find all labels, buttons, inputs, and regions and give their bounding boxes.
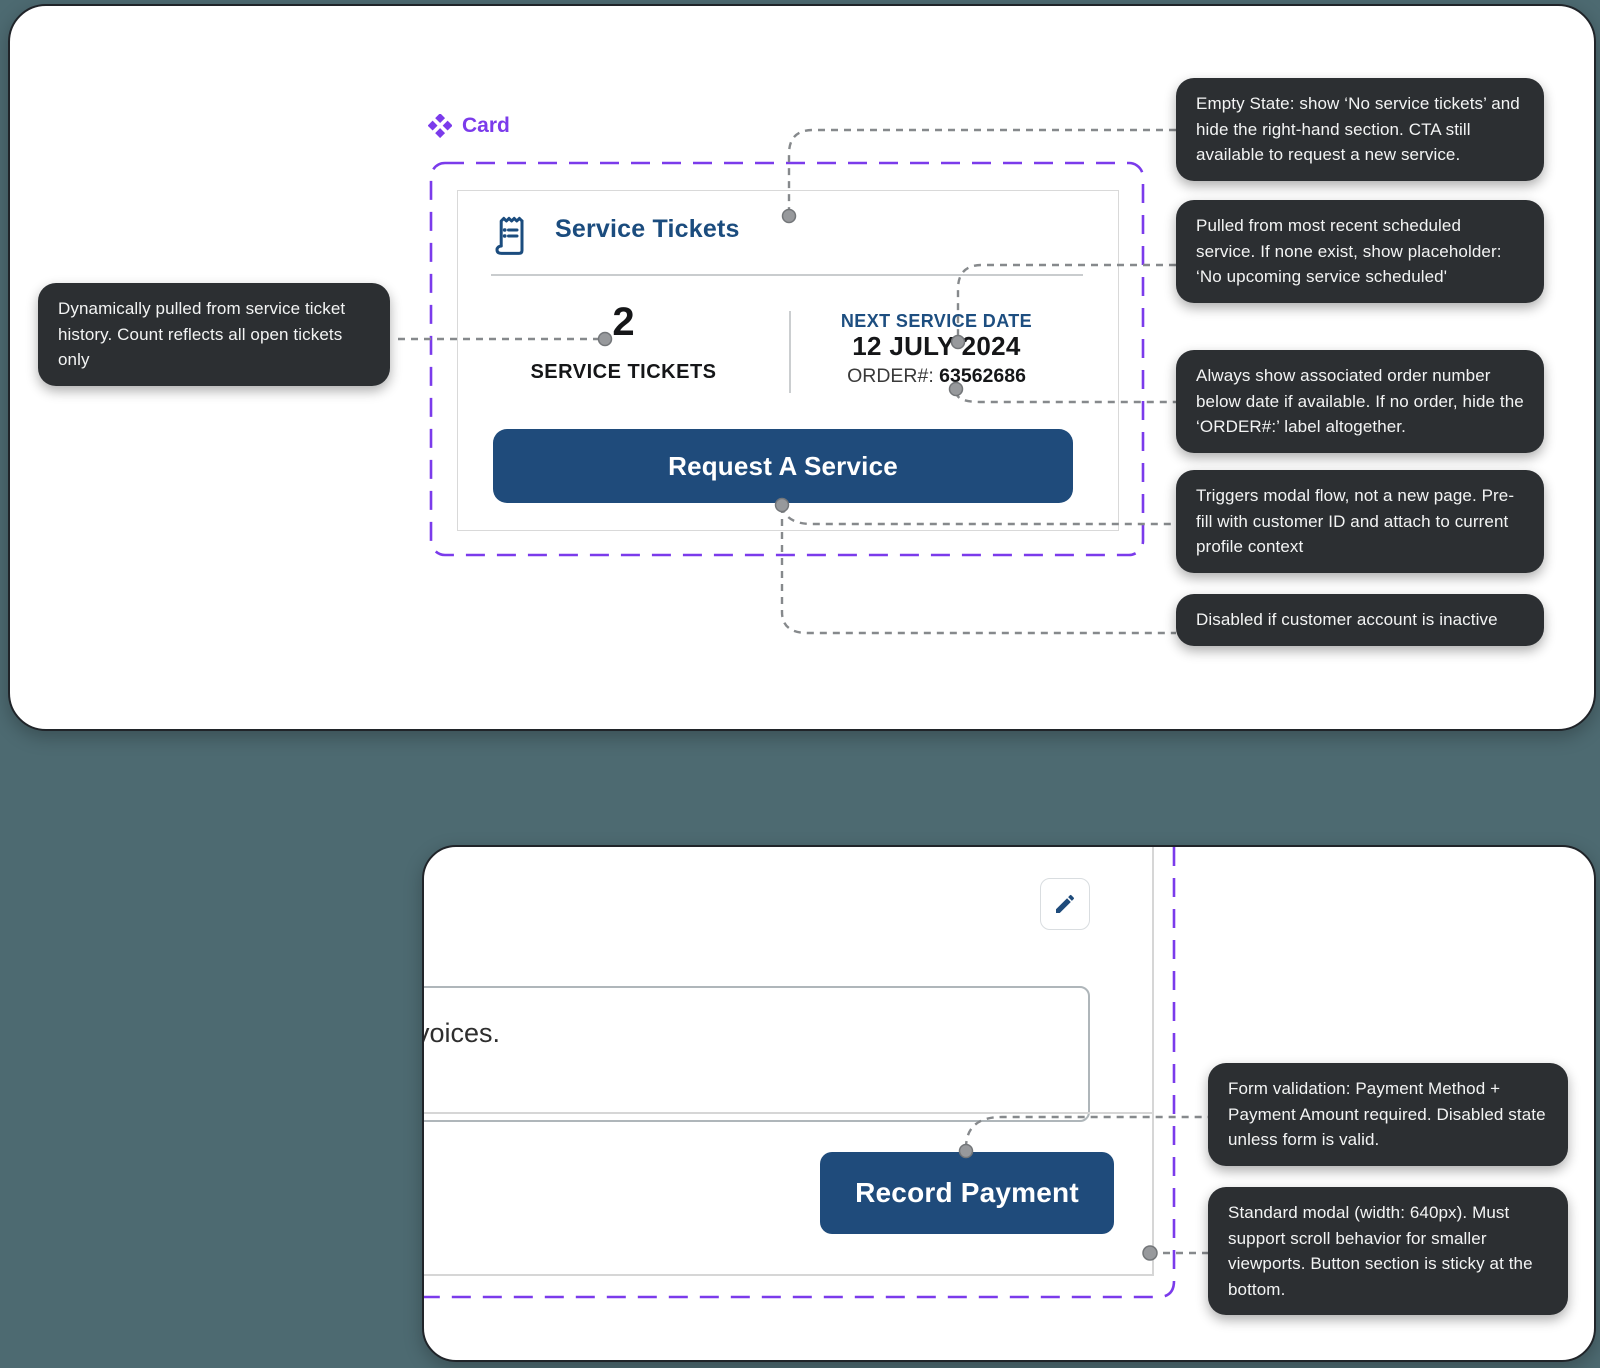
annotation-next-service: Pulled from most recent scheduled servic… [1176, 200, 1544, 303]
annotation-empty-state: Empty State: show ‘No service tickets’ a… [1176, 78, 1544, 181]
notes-textarea[interactable]: voices. [422, 986, 1090, 1122]
ticket-count: 2 [612, 300, 635, 344]
annotation-count: Dynamically pulled from service ticket h… [38, 283, 390, 386]
order-number: 63562686 [939, 365, 1026, 387]
ticket-count-label: SERVICE TICKETS [530, 361, 717, 383]
order-number-row: ORDER#: 63562686 [789, 365, 1084, 388]
card-header-divider [491, 274, 1083, 276]
next-service-label: NEXT SERVICE DATE [840, 311, 1033, 331]
annotation-disabled: Disabled if customer account is inactive [1176, 594, 1544, 646]
request-service-button[interactable]: Request A Service [493, 429, 1073, 503]
service-tickets-card: Service Tickets 2 SERVICE TICKETS NEXT S… [457, 190, 1119, 531]
notes-text-fragment: voices. [422, 1018, 501, 1048]
next-service-date: 12 JULY 2024 [852, 331, 1021, 361]
modal-bottom-border [424, 1274, 1154, 1276]
annotation-validation: Form validation: Payment Method + Paymen… [1208, 1063, 1568, 1166]
annotation-order: Always show associated order number belo… [1176, 350, 1544, 453]
order-label: ORDER#: [847, 365, 934, 387]
component-icon [428, 114, 452, 138]
modal-footer-divider [424, 1112, 1154, 1114]
record-payment-button[interactable]: Record Payment [820, 1152, 1114, 1234]
component-label: Card [428, 114, 510, 138]
component-label-text: Card [462, 114, 510, 137]
annotation-modal: Standard modal (width: 640px). Must supp… [1208, 1187, 1568, 1315]
receipt-icon [493, 215, 529, 264]
modal-right-border [1152, 847, 1154, 1276]
edit-button[interactable] [1040, 878, 1090, 930]
annotation-cta: Triggers modal flow, not a new page. Pre… [1176, 470, 1544, 573]
pencil-icon [1053, 892, 1077, 916]
card-title: Service Tickets [555, 215, 740, 243]
